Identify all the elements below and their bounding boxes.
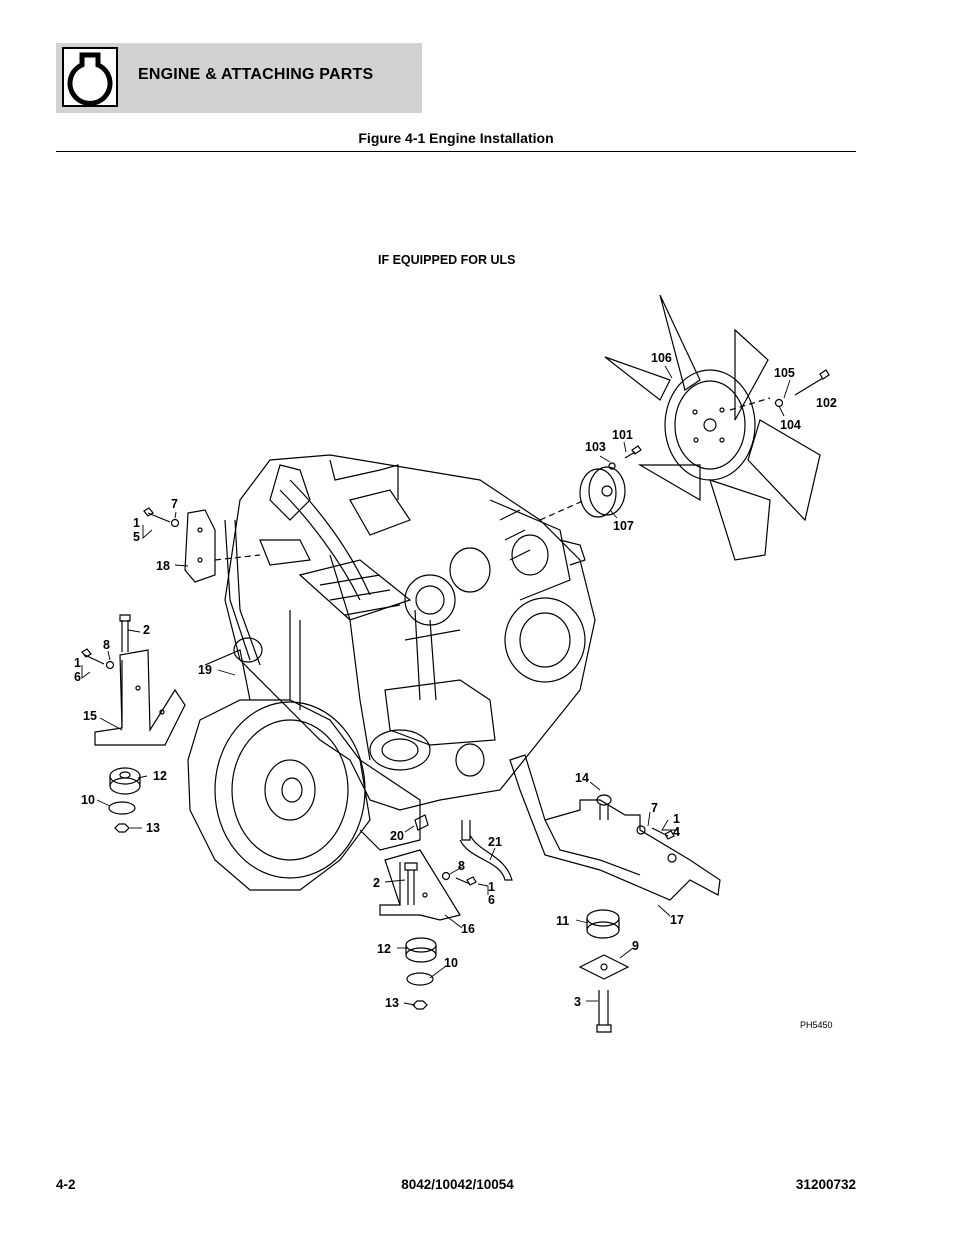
callout-7: 7 bbox=[171, 497, 178, 511]
callout-16-stacked: 6 bbox=[488, 893, 495, 907]
model-numbers: 8042/10042/10054 bbox=[401, 1177, 514, 1192]
callout-19: 19 bbox=[198, 663, 212, 677]
callout-12: 12 bbox=[377, 942, 391, 956]
document-number: 31200732 bbox=[795, 1177, 856, 1192]
fan-spacer bbox=[579, 466, 626, 518]
engine-block bbox=[224, 454, 596, 811]
page-number: 4-2 bbox=[56, 1177, 76, 1192]
callout-2: 2 bbox=[143, 623, 150, 637]
callout-105: 105 bbox=[774, 366, 795, 380]
bellhousing bbox=[187, 637, 421, 891]
callout-17: 17 bbox=[670, 913, 684, 927]
callout-3: 3 bbox=[574, 995, 581, 1009]
callout-21: 21 bbox=[488, 835, 502, 849]
callout-15-stacked: 1 bbox=[133, 516, 140, 530]
callout-7: 7 bbox=[651, 801, 658, 815]
drawing-code: PH5450 bbox=[800, 1020, 833, 1030]
callout-101: 101 bbox=[612, 428, 633, 442]
callout-18: 18 bbox=[156, 559, 170, 573]
callout-13: 13 bbox=[385, 996, 399, 1010]
callout-106: 106 bbox=[651, 351, 672, 365]
callout-10: 10 bbox=[444, 956, 458, 970]
callout-107: 107 bbox=[613, 519, 634, 533]
callout-104: 104 bbox=[780, 418, 801, 432]
callout-10: 10 bbox=[81, 793, 95, 807]
callout-103: 103 bbox=[585, 440, 606, 454]
callout-16: 16 bbox=[461, 922, 475, 936]
callout-2: 2 bbox=[373, 876, 380, 890]
callout-15: 15 bbox=[83, 709, 97, 723]
header-rule bbox=[56, 151, 856, 152]
callout-102: 102 bbox=[816, 396, 837, 410]
callout-14-stacked: 4 bbox=[673, 825, 680, 839]
front-engine-mount bbox=[379, 849, 477, 1010]
section-title: ENGINE & ATTACHING PARTS bbox=[138, 66, 374, 83]
callout-12: 12 bbox=[153, 769, 167, 783]
figure-title: Figure 4-1 Engine Installation bbox=[358, 130, 554, 146]
callout-13: 13 bbox=[146, 821, 160, 835]
callout-16-stacked: 6 bbox=[74, 670, 81, 684]
right-engine-mount bbox=[509, 754, 721, 1033]
callout-15-stacked: 5 bbox=[133, 530, 140, 544]
figure-note: IF EQUIPPED FOR ULS bbox=[378, 253, 516, 267]
callout-8: 8 bbox=[458, 859, 465, 873]
callout-9: 9 bbox=[632, 939, 639, 953]
callout-8: 8 bbox=[103, 638, 110, 652]
callout-14: 14 bbox=[575, 771, 589, 785]
engine-icon bbox=[62, 47, 118, 107]
callout-11: 11 bbox=[556, 914, 569, 928]
fan-assembly bbox=[604, 294, 821, 561]
callout-20: 20 bbox=[390, 829, 404, 843]
upper-bracket bbox=[143, 507, 261, 583]
callout-14-stacked: 1 bbox=[673, 812, 680, 826]
left-engine-mount bbox=[81, 614, 186, 833]
callout-16-stacked: 1 bbox=[74, 656, 81, 670]
callout-16-stacked: 1 bbox=[488, 880, 495, 894]
